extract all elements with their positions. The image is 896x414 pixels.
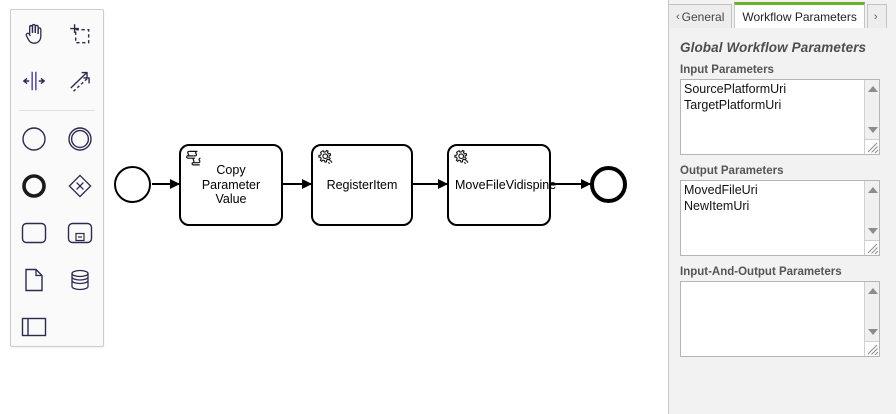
tab-more[interactable]: › xyxy=(866,4,887,28)
sequence-flow-2[interactable] xyxy=(283,179,312,189)
palette-tools-group xyxy=(11,10,103,104)
task-move-file-vidispine[interactable]: MoveFileVidispine xyxy=(447,144,557,226)
listbox-scrollbar[interactable] xyxy=(864,181,879,255)
space-tool-button[interactable] xyxy=(11,57,57,104)
create-data-store-button[interactable] xyxy=(57,256,103,303)
list-item[interactable]: TargetPlatformUri xyxy=(684,97,782,112)
listbox-scrollbar[interactable] xyxy=(864,282,879,356)
group-label: Output Parameters xyxy=(680,165,784,177)
listbox-items[interactable]: MovedFileUri NewItemUri xyxy=(681,181,863,255)
global-connect-tool-button[interactable] xyxy=(57,57,103,104)
scroll-down-arrow-icon[interactable] xyxy=(865,224,879,238)
start-event[interactable] xyxy=(114,166,151,203)
list-item[interactable]: NewItemUri xyxy=(684,198,750,213)
tab-label: General xyxy=(681,9,725,24)
group-output-parameters: Output Parameters MovedFileUri NewItemUr… xyxy=(680,165,885,256)
pool-lane-icon xyxy=(20,316,48,338)
scroll-up-arrow-icon[interactable] xyxy=(865,82,879,96)
intermediate-event-double-circle-icon xyxy=(66,125,94,153)
script-task-icon xyxy=(185,149,203,167)
bpmn-palette xyxy=(10,9,104,347)
scroll-up-arrow-icon[interactable] xyxy=(865,284,879,298)
group-label: Input-And-Output Parameters xyxy=(680,266,842,278)
group-input-parameters: Input Parameters SourcePlatformUri Targe… xyxy=(680,64,885,155)
panel-title: Global Workflow Parameters xyxy=(680,40,867,55)
lasso-select-icon xyxy=(67,21,93,47)
gateway-diamond-icon xyxy=(66,172,94,200)
create-end-event-button[interactable] xyxy=(11,162,57,209)
group-label: Input Parameters xyxy=(680,64,774,76)
resize-grip-icon[interactable] xyxy=(864,240,879,255)
scroll-up-arrow-icon[interactable] xyxy=(865,183,879,197)
chevron-right-icon: › xyxy=(873,10,878,23)
task-label: Copy Parameter Value xyxy=(201,162,261,207)
diagram-canvas[interactable]: Copy Parameter Value RegisterItem xyxy=(0,0,668,414)
palette-divider xyxy=(19,110,95,111)
palette-empty-cell xyxy=(57,303,103,350)
scroll-down-arrow-icon[interactable] xyxy=(865,123,879,137)
create-task-button[interactable] xyxy=(11,209,57,256)
create-gateway-button[interactable] xyxy=(57,162,103,209)
data-object-page-icon xyxy=(23,267,45,293)
subprocess-collapsed-icon xyxy=(66,221,94,245)
sequence-flow-3[interactable] xyxy=(413,179,448,189)
tab-general[interactable]: ‹ General xyxy=(669,4,733,28)
input-parameters-listbox[interactable]: SourcePlatformUri TargetPlatformUri xyxy=(680,79,880,155)
task-rounded-rect-icon xyxy=(20,221,48,245)
end-event[interactable] xyxy=(590,166,627,203)
service-task-gear-icon xyxy=(317,149,335,167)
scroll-down-arrow-icon[interactable] xyxy=(865,325,879,339)
task-register-item[interactable]: RegisterItem xyxy=(311,144,413,226)
sequence-flow-4[interactable] xyxy=(551,179,591,189)
hand-icon xyxy=(21,21,47,47)
connect-arrows-icon xyxy=(67,68,93,94)
properties-tabbar: ‹ General Workflow Parameters › xyxy=(669,0,896,28)
space-tool-icon xyxy=(21,68,47,94)
palette-elements-group xyxy=(11,115,103,350)
data-store-cylinder-icon xyxy=(67,267,93,293)
input-and-output-parameters-listbox[interactable] xyxy=(680,281,880,357)
create-intermediate-event-button[interactable] xyxy=(57,115,103,162)
resize-grip-icon[interactable] xyxy=(864,341,879,356)
create-data-object-button[interactable] xyxy=(11,256,57,303)
task-copy-parameter-value[interactable]: Copy Parameter Value xyxy=(179,144,283,226)
properties-panel-body: Global Workflow Parameters Input Paramet… xyxy=(669,28,896,357)
task-label: RegisterItem xyxy=(326,177,398,192)
resize-grip-icon[interactable] xyxy=(864,139,879,154)
hand-tool-button[interactable] xyxy=(11,10,57,57)
end-event-thick-circle-icon xyxy=(20,172,48,200)
listbox-items[interactable] xyxy=(681,282,863,356)
tab-workflow-parameters[interactable]: Workflow Parameters xyxy=(734,2,865,28)
service-task-gear-icon xyxy=(453,149,471,167)
sequence-flow-1[interactable] xyxy=(152,179,180,189)
output-parameters-listbox[interactable]: MovedFileUri NewItemUri xyxy=(680,180,880,256)
chevron-left-icon: ‹ xyxy=(676,10,680,23)
create-start-event-button[interactable] xyxy=(11,115,57,162)
list-item[interactable]: MovedFileUri xyxy=(684,183,758,197)
create-participant-button[interactable] xyxy=(11,303,57,350)
task-label: MoveFileVidispine xyxy=(455,177,557,192)
create-subprocess-button[interactable] xyxy=(57,209,103,256)
tab-label: Workflow Parameters xyxy=(742,9,857,24)
lasso-tool-button[interactable] xyxy=(57,10,103,57)
list-item[interactable]: SourcePlatformUri xyxy=(684,82,787,96)
listbox-scrollbar[interactable] xyxy=(864,80,879,154)
start-event-circle-icon xyxy=(20,125,48,153)
listbox-items[interactable]: SourcePlatformUri TargetPlatformUri xyxy=(681,80,863,154)
group-input-and-output-parameters: Input-And-Output Parameters xyxy=(680,266,885,357)
properties-panel: ‹ General Workflow Parameters › Global W… xyxy=(668,0,896,414)
